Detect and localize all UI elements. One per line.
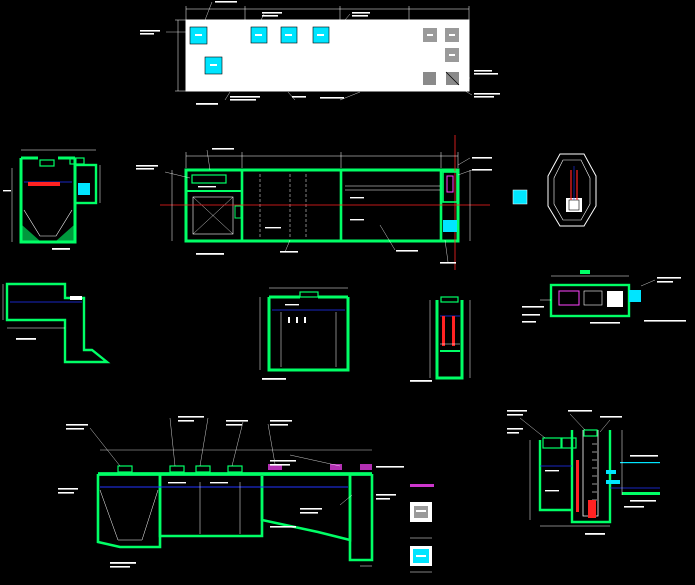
cover-square-icon bbox=[280, 26, 298, 44]
tank-section-view bbox=[58, 416, 404, 568]
top-plan-view bbox=[140, 1, 500, 105]
hatch-square-icon bbox=[423, 72, 436, 85]
tank-section-view bbox=[507, 410, 660, 535]
tank-section-view bbox=[3, 149, 101, 250]
cover-square-icon bbox=[250, 26, 268, 44]
cover-square-icon bbox=[189, 26, 208, 45]
main-plan-view bbox=[136, 135, 492, 270]
tank-section-view bbox=[259, 287, 350, 380]
tank-section-view bbox=[2, 282, 111, 364]
legend-symbols bbox=[410, 484, 434, 573]
tank-plan-view bbox=[522, 270, 686, 324]
cover-square-icon bbox=[204, 56, 223, 75]
cover-square-icon bbox=[312, 26, 330, 44]
tank-section-view bbox=[410, 296, 471, 382]
manhole-hex-icon bbox=[512, 153, 597, 227]
